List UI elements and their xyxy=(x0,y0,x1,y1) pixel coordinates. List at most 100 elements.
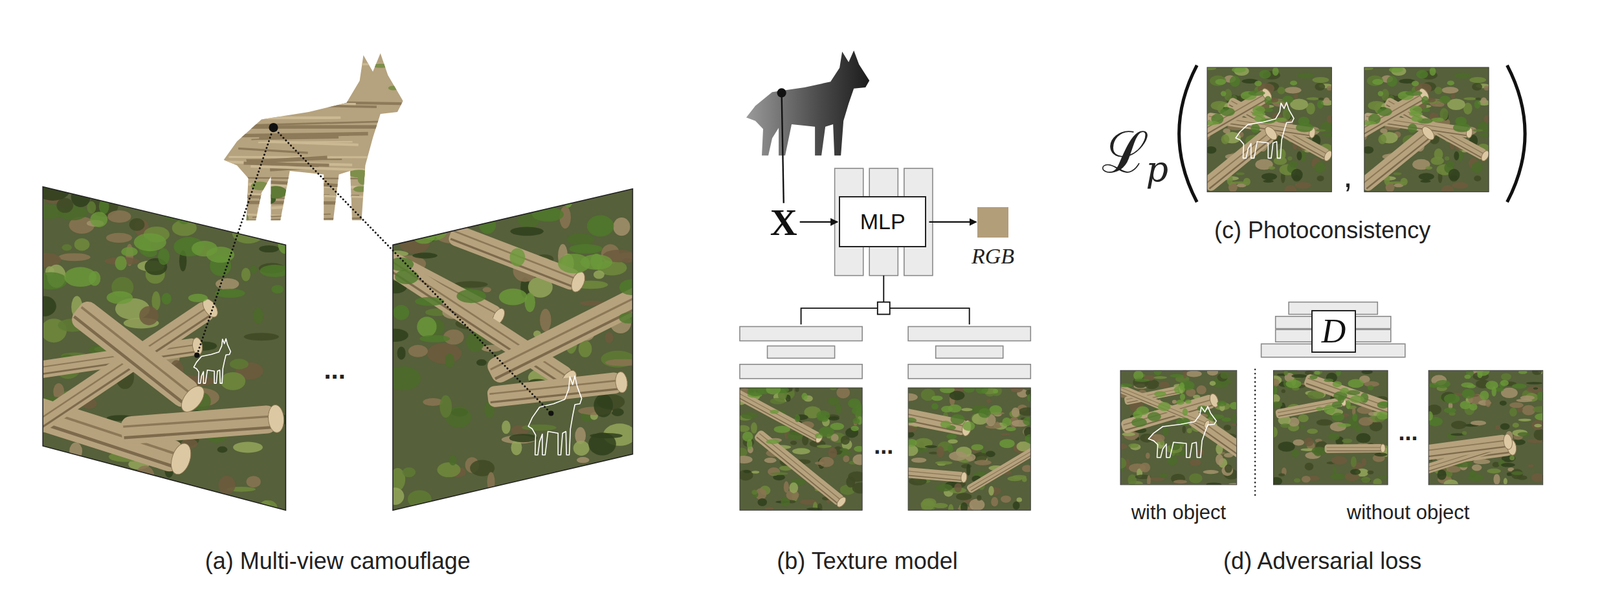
foliage-blob xyxy=(739,447,748,457)
object-texture xyxy=(370,63,392,68)
log-grain xyxy=(1364,98,1425,140)
log xyxy=(908,466,967,483)
leaf-blob xyxy=(1388,67,1404,73)
object-texture xyxy=(214,89,333,93)
foliage-blob xyxy=(827,396,840,406)
leaf-blob xyxy=(794,414,800,423)
log-bark xyxy=(67,297,202,412)
foliage-blob xyxy=(592,486,623,504)
object-texture xyxy=(378,205,397,217)
leaf-blob xyxy=(1337,423,1352,428)
photo-scene xyxy=(1428,370,1544,485)
foliage-blob xyxy=(1316,419,1333,426)
foliage-blob xyxy=(427,343,463,364)
leaf-blob xyxy=(1462,388,1476,399)
photo-frame xyxy=(1364,67,1489,192)
object-texture xyxy=(250,166,365,170)
foliage-blob xyxy=(129,218,145,232)
leaf-blob xyxy=(1387,75,1398,87)
log-grain xyxy=(495,285,681,380)
object-texture xyxy=(252,214,331,218)
foliage-blob xyxy=(258,245,279,253)
foliage-blob xyxy=(1127,474,1137,485)
foliage-blob xyxy=(1500,372,1512,380)
foliage-blob xyxy=(1531,473,1544,483)
leaf-blob xyxy=(1409,105,1423,114)
foliage-blob xyxy=(220,372,246,391)
log-bark xyxy=(1207,127,1276,193)
leaf-blob xyxy=(852,418,860,425)
foliage-blob xyxy=(764,457,777,463)
foliage-blob xyxy=(751,489,758,496)
foliage-blob xyxy=(1022,477,1028,483)
foliage-blob xyxy=(788,482,799,494)
foliage-blob xyxy=(135,465,155,485)
query-point xyxy=(777,88,787,98)
leaf-blob xyxy=(1367,385,1375,391)
foliage-blob xyxy=(947,438,958,444)
log xyxy=(1364,86,1432,143)
foliage-blob xyxy=(1301,475,1311,483)
foliage-blob xyxy=(1287,156,1292,161)
leaf-blob xyxy=(579,254,613,270)
foliage-blob xyxy=(1188,473,1203,483)
foliage-blob xyxy=(1331,456,1347,465)
photo-frame xyxy=(908,387,1031,511)
object-texture xyxy=(257,47,322,53)
log-grain xyxy=(122,414,274,429)
log-grain xyxy=(1364,132,1426,185)
leaf-blob xyxy=(1407,123,1417,133)
log-bark xyxy=(1364,88,1428,143)
foliage-blob xyxy=(1298,414,1309,423)
leaf-blob xyxy=(443,211,464,226)
object-texture xyxy=(385,44,393,56)
foliage-blob xyxy=(1283,370,1288,376)
foliage-blob xyxy=(509,433,538,443)
leaf-blob xyxy=(619,279,644,296)
leaf-blob xyxy=(1229,75,1241,87)
object-texture xyxy=(246,157,328,162)
foliage-blob xyxy=(1280,423,1290,428)
leaf-blob xyxy=(392,188,424,210)
leaf-blob xyxy=(963,387,975,393)
foliage-blob xyxy=(1158,381,1170,389)
leaf-blob xyxy=(1428,382,1439,388)
object-texture xyxy=(234,56,338,58)
leaf-blob xyxy=(766,387,782,395)
leaf-blob xyxy=(1134,378,1150,382)
foliage-blob xyxy=(1172,400,1177,404)
foliage-blob xyxy=(76,479,112,498)
log-bark xyxy=(965,441,1031,494)
foliage-blob xyxy=(386,487,405,505)
photo-scene xyxy=(1120,370,1237,485)
object-texture xyxy=(284,44,301,61)
object-outline xyxy=(193,338,231,384)
object-texture xyxy=(258,137,339,139)
object-outline xyxy=(1148,406,1217,458)
leaf-blob xyxy=(34,271,68,290)
leaf-blob xyxy=(1337,394,1345,404)
foliage-blob xyxy=(1120,443,1128,450)
leaf-blob xyxy=(1285,379,1302,389)
log-grain xyxy=(489,379,619,395)
object-texture xyxy=(258,141,353,144)
foliage-blob xyxy=(792,447,811,455)
leaf-blob xyxy=(1214,78,1226,85)
leaf-blob xyxy=(765,439,780,445)
foliage-blob xyxy=(1430,156,1445,166)
object-texture xyxy=(209,89,331,93)
comma-separator: , xyxy=(1343,158,1353,193)
foliage-blob xyxy=(541,474,571,480)
foliage-blob xyxy=(739,425,750,432)
object-texture xyxy=(238,148,308,153)
foliage-blob xyxy=(402,205,428,216)
leaf-blob xyxy=(396,187,413,201)
foliage-blob xyxy=(974,460,992,466)
foliage-blob xyxy=(1493,473,1500,485)
foliage-blob xyxy=(1220,371,1229,379)
leaf-blob xyxy=(1254,80,1262,87)
foliage-blob xyxy=(960,502,968,511)
leaf-blob xyxy=(1376,411,1388,420)
foliage-blob xyxy=(193,183,205,192)
foliage-blob xyxy=(536,504,561,512)
